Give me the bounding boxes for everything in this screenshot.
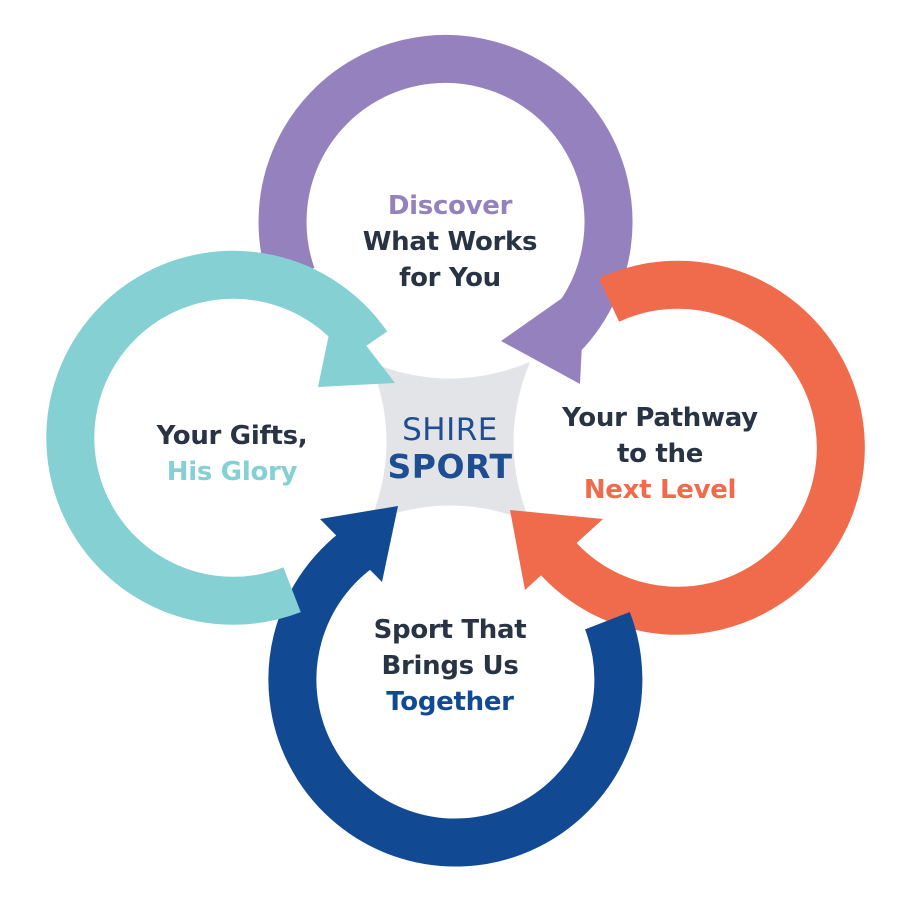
stage-label-together: Sport That Brings Us Together [300,612,600,720]
navy-arc [268,517,643,867]
purple-arrowhead [501,282,585,384]
stage-label-line: Sport That [373,615,527,645]
stage-label-line: for You [399,263,501,293]
center-title-line1: SHIRE [402,412,498,448]
stage-label-line: Discover [387,191,513,221]
stage-label-line: to the [616,439,704,469]
stage-label-gifts: Your Gifts, His Glory [82,418,382,490]
orange-arrowhead [510,510,603,590]
stage-label-line: Your Gifts, [156,421,308,451]
teal-arrowhead [318,305,395,387]
purple-arc [258,34,633,364]
center-title: SHIRE SPORT [350,412,550,486]
center-hub [370,362,530,522]
center-title-line2: SPORT [387,447,513,486]
stage-label-line: What Works [362,227,538,257]
navy-arrowhead [320,506,398,582]
stage-label-discover: Discover What Works for You [300,188,600,296]
stage-label-pathway: Your Pathway to the Next Level [510,400,810,508]
stage-label-line: Together [386,687,514,717]
stage-label-line: His Glory [166,457,298,487]
stage-label-line: Next Level [583,475,737,505]
orange-arc [532,260,865,635]
stage-label-line: Brings Us [381,651,519,681]
teal-arc [46,250,388,625]
stage-label-line: Your Pathway [562,403,758,433]
